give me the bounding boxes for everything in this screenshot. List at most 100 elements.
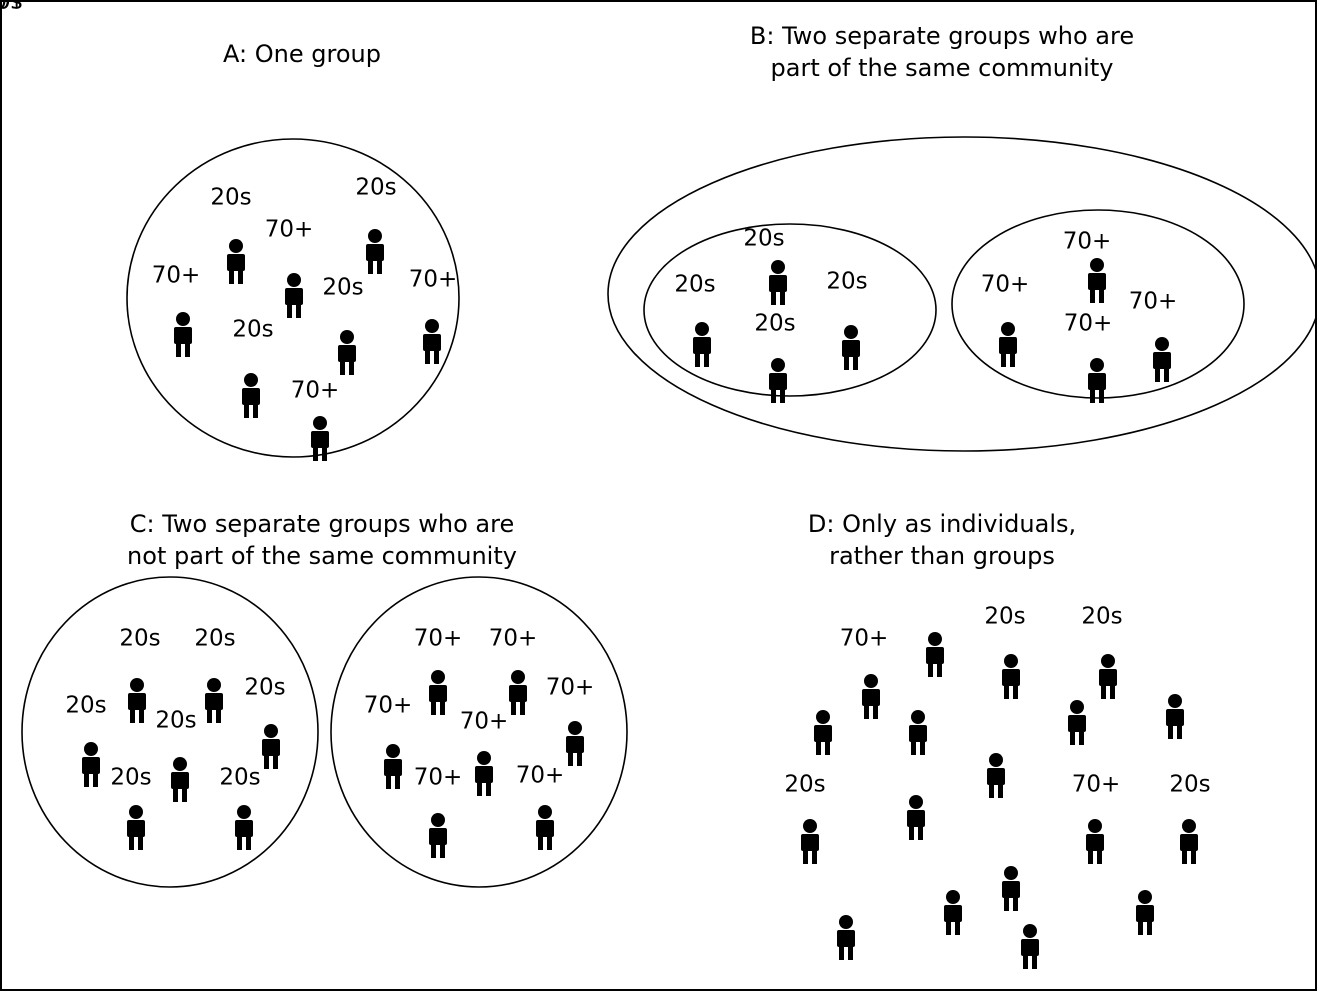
person bbox=[1068, 700, 1086, 745]
person: 20s bbox=[355, 175, 397, 274]
person: 20s bbox=[194, 626, 236, 723]
person-icon bbox=[366, 229, 384, 274]
age-label: 70+ bbox=[460, 709, 509, 735]
panel-b-title-line-2: part of the same community bbox=[770, 54, 1114, 82]
person-icon bbox=[171, 757, 189, 802]
person-icon bbox=[429, 670, 447, 715]
person: 70+ bbox=[364, 693, 412, 789]
age-label: 70+ bbox=[981, 272, 1030, 298]
age-label: 20s bbox=[743, 226, 784, 252]
age-label: 70+ bbox=[1129, 289, 1178, 315]
age-label: 20s bbox=[219, 765, 260, 791]
panel-d-title-line-1: D: Only as individuals, bbox=[807, 510, 1077, 538]
age-label: 70+ bbox=[409, 267, 458, 293]
person: 20s bbox=[155, 708, 197, 802]
age-label: 70+ bbox=[152, 263, 201, 289]
person-icon bbox=[1153, 337, 1171, 382]
person: 20s bbox=[984, 604, 1026, 699]
person-icon bbox=[205, 678, 223, 723]
person: 20s bbox=[2, 2, 962, 935]
person-icon bbox=[566, 721, 584, 766]
person: 20s bbox=[2, 2, 925, 840]
person bbox=[1002, 866, 1020, 911]
panel-b-group-70-ellipse bbox=[951, 209, 1245, 399]
age-label: 70+ bbox=[2, 2, 26, 15]
person: 70+ bbox=[489, 626, 537, 715]
person-icon bbox=[475, 751, 493, 796]
person: 20s bbox=[65, 693, 107, 787]
panel-a-title: A: One group bbox=[132, 38, 472, 70]
person-icon bbox=[384, 744, 402, 789]
person: 20s bbox=[784, 772, 826, 864]
person-icon bbox=[429, 813, 447, 858]
person-icon bbox=[999, 322, 1017, 367]
age-label: 20s bbox=[984, 604, 1025, 630]
age-label: 20s bbox=[110, 765, 151, 791]
person: 20s bbox=[754, 311, 796, 403]
person-icon bbox=[693, 322, 711, 367]
person: 70+ bbox=[460, 709, 509, 796]
person-icon bbox=[1002, 654, 1020, 699]
person-icon bbox=[1088, 358, 1106, 403]
person: 20s bbox=[210, 185, 252, 284]
person: 70+ bbox=[981, 272, 1030, 367]
person bbox=[1166, 694, 1184, 739]
person: 20s bbox=[322, 275, 364, 375]
person-icon bbox=[235, 805, 253, 850]
person bbox=[814, 710, 832, 755]
age-label: 70+ bbox=[265, 217, 314, 243]
person-icon bbox=[338, 330, 356, 375]
age-label: 70+ bbox=[291, 378, 340, 404]
person bbox=[1021, 924, 1039, 969]
person: 70+ bbox=[265, 217, 314, 318]
person-icon bbox=[801, 819, 819, 864]
person: 70+ bbox=[1072, 772, 1121, 864]
person-icon bbox=[1099, 654, 1117, 699]
person bbox=[909, 710, 927, 755]
age-label: 20s bbox=[2, 2, 23, 15]
age-label: 70+ bbox=[1064, 311, 1113, 337]
person-icon bbox=[1136, 890, 1154, 935]
person-icon bbox=[769, 260, 787, 305]
person-icon bbox=[1002, 866, 1020, 911]
age-label: 20s bbox=[232, 317, 273, 343]
person-icon bbox=[127, 805, 145, 850]
person: 70+ bbox=[1064, 311, 1113, 403]
age-label: 20s bbox=[244, 675, 285, 701]
person: 70+ bbox=[2, 2, 1154, 935]
person-icon bbox=[1086, 819, 1104, 864]
person: 70+ bbox=[152, 263, 201, 357]
age-label: 70+ bbox=[414, 626, 463, 652]
age-label: 20s bbox=[119, 626, 160, 652]
person-icon bbox=[536, 805, 554, 850]
person: 70+ bbox=[546, 675, 594, 766]
person-icon bbox=[926, 632, 944, 677]
person bbox=[837, 915, 855, 960]
person-icon bbox=[987, 753, 1005, 798]
age-label: 20s bbox=[754, 311, 795, 337]
person-icon bbox=[285, 273, 303, 318]
person-icon bbox=[944, 890, 962, 935]
panel-b-title: B: Two separate groups who are part of t… bbox=[662, 20, 1222, 84]
panel-c-group-70-circle bbox=[330, 576, 628, 888]
person: 20s bbox=[119, 626, 161, 723]
person-icon bbox=[837, 915, 855, 960]
person-icon bbox=[262, 724, 280, 769]
age-label: 70+ bbox=[1072, 772, 1121, 798]
panel-c-title-line-2: not part of the same community bbox=[127, 542, 517, 570]
age-label: 20s bbox=[826, 269, 867, 295]
person: 20s bbox=[110, 765, 152, 850]
person-icon bbox=[423, 319, 441, 364]
panel-b-community-ellipse bbox=[607, 136, 1317, 452]
person-icon bbox=[907, 795, 925, 840]
person: 70+ bbox=[516, 763, 564, 850]
person bbox=[987, 753, 1005, 798]
panel-c-group-20s-circle bbox=[21, 576, 319, 888]
person: 70+ bbox=[1063, 229, 1111, 303]
person: 20s bbox=[826, 269, 868, 370]
person-icon bbox=[227, 239, 245, 284]
person: 70+ bbox=[1129, 289, 1178, 382]
person: 70+ bbox=[414, 626, 463, 715]
person: 20s bbox=[1081, 604, 1123, 699]
